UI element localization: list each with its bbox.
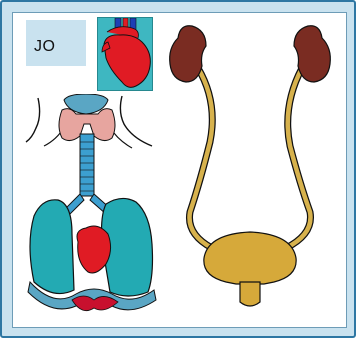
heart-thumbnail — [97, 17, 153, 91]
diagram-code-label: JO — [34, 38, 55, 56]
urinary-system-illustration — [160, 22, 340, 312]
urinary-system — [160, 22, 340, 312]
heart-vessels-icon — [98, 18, 153, 91]
thorax-illustration — [24, 94, 162, 314]
thorax-organs-illustration — [24, 94, 162, 314]
